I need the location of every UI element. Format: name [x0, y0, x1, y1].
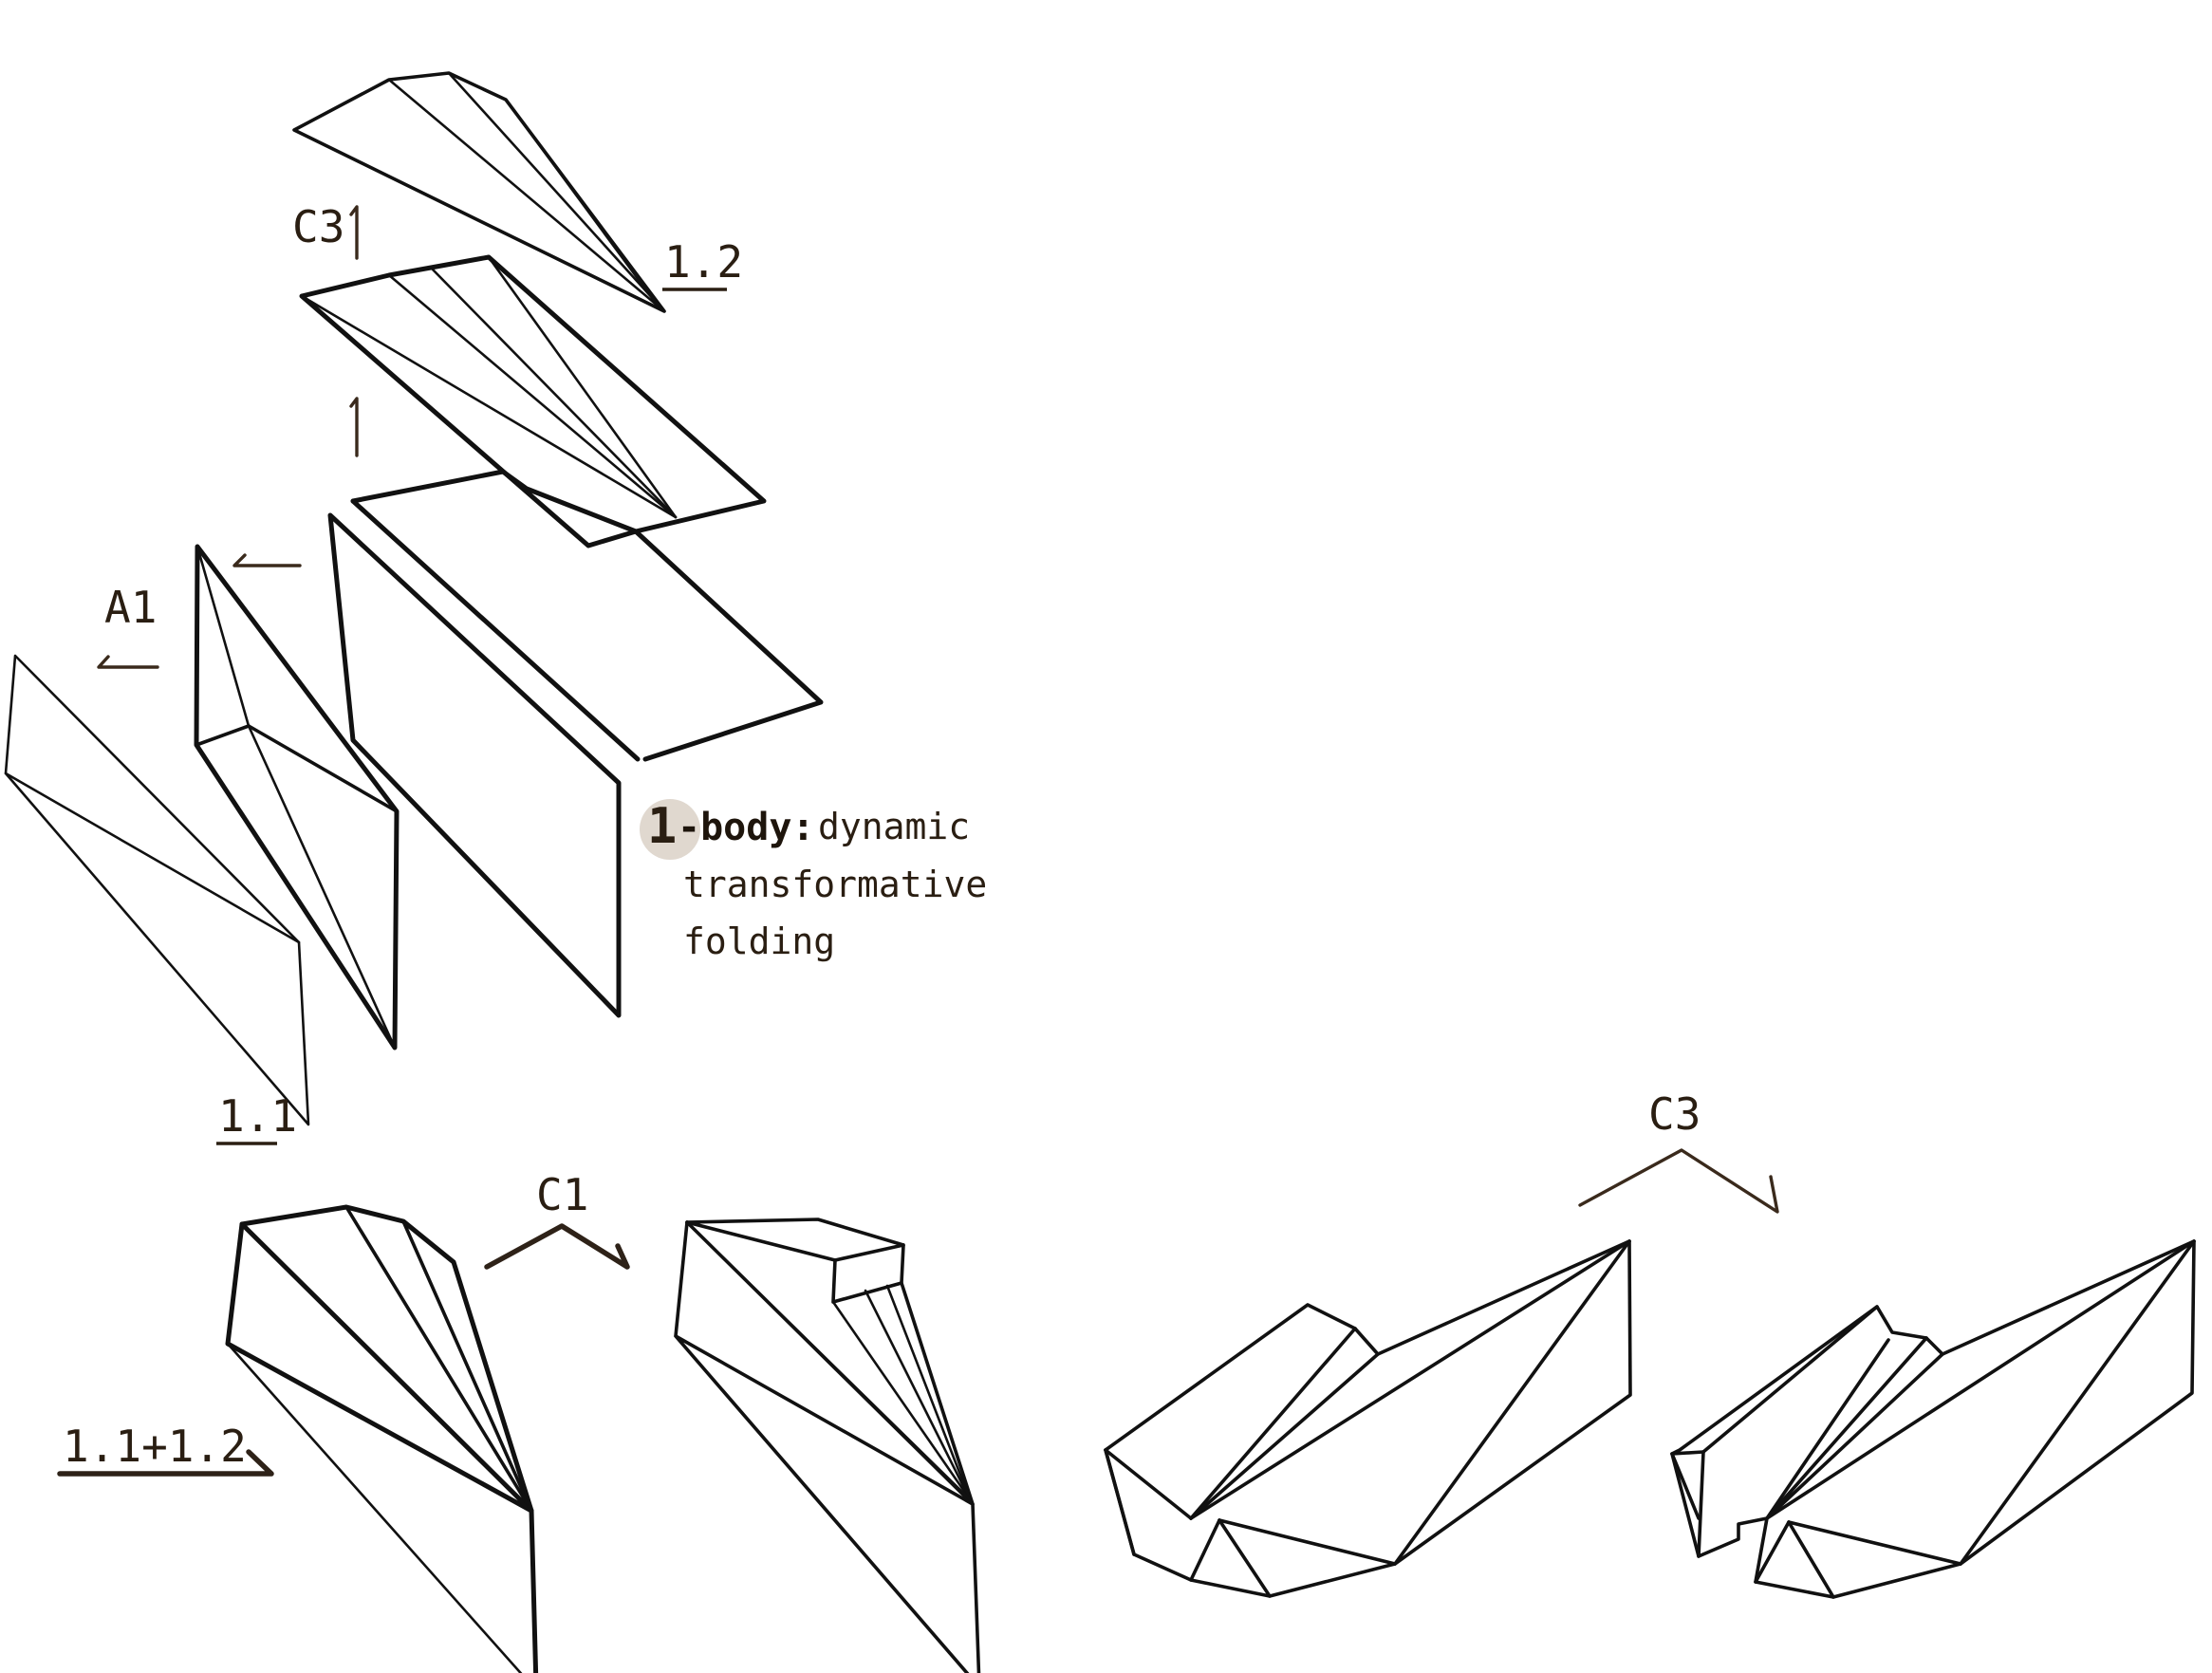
piece-1-1-triangle — [4, 654, 310, 1126]
assembly-c3-right-form — [1670, 1239, 2196, 1599]
label-part-1-2: 1.2 — [664, 236, 743, 288]
arrows-bottom — [57, 1148, 1779, 1477]
label-combo: 1.1+1.2 — [63, 1421, 247, 1472]
caption-name: -body: — [678, 806, 815, 849]
piece-a1-fold — [194, 544, 400, 1050]
caption-line1: dynamic — [818, 806, 970, 847]
label-a1: A1 — [104, 582, 157, 633]
piece-1-2-top-fan — [292, 71, 666, 313]
label-c3-right: C3 — [1648, 1088, 1701, 1140]
caption-number: 1 — [647, 798, 677, 855]
assembly-c3-left-form — [1104, 1239, 1632, 1598]
piece-flat-plate — [350, 469, 824, 762]
caption-line2: transformative — [683, 864, 987, 905]
label-c3-top: C3 — [292, 201, 344, 252]
assembly-c1-result — [674, 1218, 981, 1673]
label-part-1-1: 1.1 — [218, 1090, 297, 1142]
piece-fan-plate — [299, 254, 767, 548]
arrows-top — [97, 205, 359, 669]
piece-1-body-slab — [327, 512, 622, 1018]
caption-line3: folding — [683, 920, 835, 962]
caption-dot — [640, 799, 700, 860]
label-c1: C1 — [536, 1169, 588, 1220]
assembly-1-1-plus-1-2 — [225, 1204, 539, 1673]
